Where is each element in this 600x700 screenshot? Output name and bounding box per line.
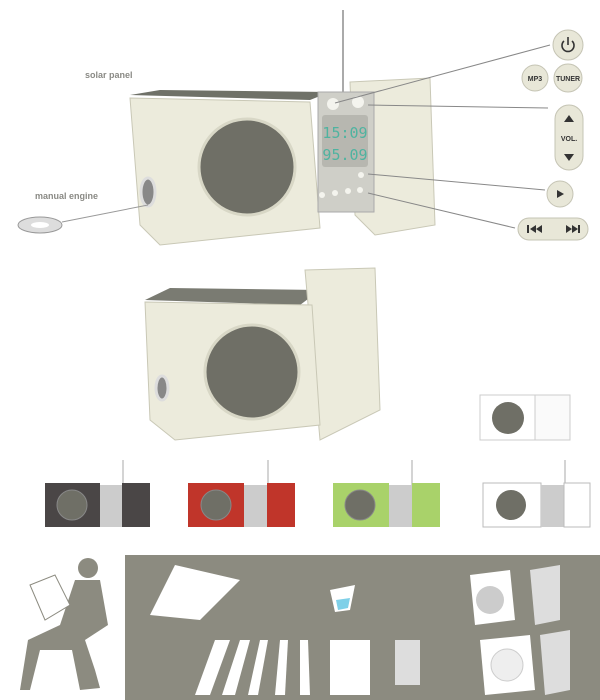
tuner-button[interactable]: TUNER [553, 63, 583, 93]
play-button[interactable] [546, 180, 574, 208]
person-silhouette [20, 558, 108, 690]
crank-port [139, 176, 157, 208]
knob [327, 98, 339, 110]
power-icon [561, 37, 575, 53]
lcd-display [322, 115, 368, 167]
variant-green [333, 460, 440, 527]
main-radio: 15:09 95.09 solar panel manual engine [17, 10, 551, 246]
variant-white [482, 460, 591, 528]
usage-scenes [150, 565, 570, 695]
svg-text:TUNER: TUNER [556, 76, 580, 83]
water-jug [330, 585, 355, 612]
mp3-button[interactable]: MP3 [521, 64, 549, 92]
variant-red [188, 460, 295, 527]
frequency-readout: 95.09 [322, 146, 367, 164]
solar-panel-label: solar panel [85, 70, 133, 80]
skip-forward-icon [566, 225, 580, 233]
play-icon [557, 190, 564, 198]
control-callouts: MP3 TUNER VOL. [517, 29, 589, 241]
volume-rocker[interactable]: VOL. [554, 104, 584, 171]
skip-back-icon [527, 225, 542, 233]
skip-buttons[interactable] [517, 217, 589, 241]
svg-text:MP3: MP3 [528, 76, 543, 83]
variant-dark [45, 460, 150, 527]
manual-engine-label: manual engine [35, 191, 98, 201]
speaker [203, 323, 301, 421]
time-readout: 15:09 [322, 124, 367, 142]
power-button[interactable] [552, 29, 584, 61]
color-variants [45, 460, 591, 528]
knob [352, 96, 364, 108]
down-arrow-icon [564, 154, 574, 161]
closed-radio [144, 267, 381, 441]
solar-panel [130, 90, 330, 100]
up-arrow-icon [564, 115, 574, 122]
speaker [197, 117, 297, 217]
svg-text:VOL.: VOL. [561, 136, 577, 143]
white-radio-small [479, 394, 571, 441]
